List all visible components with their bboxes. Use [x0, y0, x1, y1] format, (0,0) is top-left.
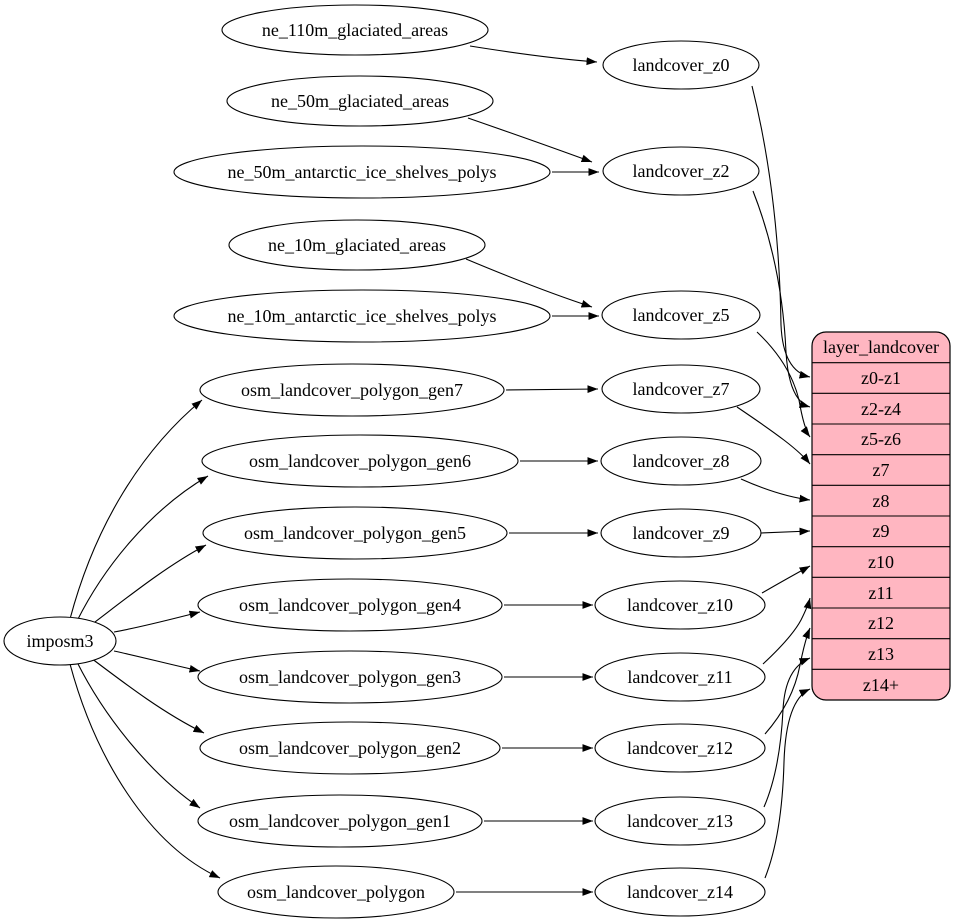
- node-label: osm_landcover_polygon_gen2: [239, 738, 461, 758]
- edge-landcover_z12--row-z12: [764, 627, 811, 735]
- edge-ne_10m_glaciated_areas--landcover_z5: [465, 258, 593, 308]
- record-row-z11: z11: [868, 583, 893, 603]
- node-landcover_z2: landcover_z2: [602, 146, 760, 196]
- edge-imposm3--osm_landcover_polygon_gen7: [69, 399, 203, 620]
- edge-imposm3--osm_landcover_polygon_gen1: [76, 661, 201, 809]
- node-label: landcover_z11: [627, 667, 732, 687]
- node-landcover_z11: landcover_z11: [594, 652, 766, 702]
- record-row-z5-z6: z5-z6: [861, 429, 901, 449]
- edge-landcover_z7--row-z7: [736, 406, 811, 465]
- edge-imposm3--osm_landcover_polygon_gen2: [90, 657, 205, 734]
- edge-ne_110m_glaciated_areas--landcover_z0: [469, 45, 598, 66]
- node-ne_110m_glaciated_areas: ne_110m_glaciated_areas: [221, 4, 489, 56]
- node-landcover_z14: landcover_z14: [594, 867, 766, 917]
- node-osm_landcover_polygon_gen4: osm_landcover_polygon_gen4: [197, 578, 503, 632]
- node-osm_landcover_polygon_gen7: osm_landcover_polygon_gen7: [199, 363, 505, 417]
- node-landcover_z13: landcover_z13: [594, 796, 766, 846]
- node-osm_landcover_polygon_gen3: osm_landcover_polygon_gen3: [197, 650, 503, 704]
- edge-landcover_z5--row-z5-z6: [756, 331, 811, 438]
- node-osm_landcover_polygon_gen6: osm_landcover_polygon_gen6: [201, 434, 519, 488]
- node-osm_landcover_polygon_gen2: osm_landcover_polygon_gen2: [199, 721, 501, 775]
- node-label: ne_10m_antarctic_ice_shelves_polys: [228, 306, 497, 326]
- edge-imposm3--osm_landcover_polygon: [69, 663, 221, 879]
- node-landcover_z5: landcover_z5: [601, 290, 761, 340]
- node-label: osm_landcover_polygon_gen6: [249, 451, 471, 471]
- node-landcover_z8: landcover_z8: [600, 436, 762, 486]
- edge-landcover_z2--row-z2-z4: [752, 190, 811, 408]
- node-ne_10m_antarctic_ice_shelves_polys: ne_10m_antarctic_ice_shelves_polys: [173, 289, 551, 343]
- edge-landcover_z0--row-z0-z1: [751, 85, 811, 379]
- node-label: ne_50m_glaciated_areas: [271, 91, 449, 111]
- node-ne_50m_glaciated_areas: ne_50m_glaciated_areas: [226, 75, 494, 127]
- edge-imposm3--osm_landcover_polygon_gen4: [113, 610, 201, 633]
- node-label: ne_50m_antarctic_ice_shelves_polys: [228, 162, 497, 182]
- edge-imposm3--osm_landcover_polygon_gen6: [76, 475, 209, 622]
- edge-osm_landcover_polygon_gen7--landcover_z7: [505, 385, 599, 394]
- record-row-z12: z12: [868, 613, 894, 633]
- node-label: landcover_z14: [627, 882, 733, 902]
- node-label: landcover_z9: [633, 523, 730, 543]
- node-label: landcover_z12: [627, 738, 733, 758]
- node-label: landcover_z10: [627, 595, 733, 615]
- node-ne_50m_antarctic_ice_shelves_polys: ne_50m_antarctic_ice_shelves_polys: [173, 145, 551, 199]
- record-row-z10: z10: [868, 552, 894, 572]
- record-row-z14plus: z14+: [863, 675, 899, 695]
- record-row-z13: z13: [868, 644, 894, 664]
- node-label: landcover_z5: [633, 305, 730, 325]
- edge-imposm3--osm_landcover_polygon_gen3: [113, 650, 201, 673]
- edge-landcover_z8--row-z8: [740, 478, 811, 503]
- node-landcover_z12: landcover_z12: [594, 723, 766, 773]
- node-label: landcover_z2: [633, 161, 730, 181]
- node-osm_landcover_polygon: osm_landcover_polygon: [217, 865, 455, 919]
- node-label: osm_landcover_polygon_gen7: [241, 380, 463, 400]
- node-landcover_z7: landcover_z7: [601, 364, 761, 414]
- node-osm_landcover_polygon_gen1: osm_landcover_polygon_gen1: [197, 794, 483, 848]
- node-label: landcover_z8: [633, 451, 730, 471]
- record-row-z9: z9: [873, 521, 890, 541]
- record-row-z2-z4: z2-z4: [861, 399, 901, 419]
- node-osm_landcover_polygon_gen5: osm_landcover_polygon_gen5: [202, 506, 508, 560]
- node-ne_10m_glaciated_areas: ne_10m_glaciated_areas: [228, 219, 486, 271]
- record-row-z8: z8: [873, 491, 890, 511]
- node-label: ne_110m_glaciated_areas: [262, 20, 448, 40]
- node-imposm3: imposm3: [3, 616, 117, 666]
- node-label: imposm3: [26, 631, 93, 651]
- record-row-z7: z7: [873, 460, 890, 480]
- record-title: layer_landcover: [823, 337, 939, 357]
- node-landcover_z10: landcover_z10: [594, 580, 766, 630]
- node-label: ne_10m_glaciated_areas: [268, 235, 446, 255]
- edge-landcover_z11--row-z11: [762, 597, 812, 665]
- node-label: osm_landcover_polygon_gen3: [239, 667, 461, 687]
- node-landcover_z0: landcover_z0: [602, 40, 760, 90]
- edge-landcover_z9--row-z9: [760, 527, 811, 536]
- node-landcover_z9: landcover_z9: [600, 508, 762, 558]
- node-layer_landcover-record: layer_landcover z0-z1 z2-z4 z5-z6 z7 z8 …: [811, 331, 951, 701]
- node-label: landcover_z13: [627, 811, 733, 831]
- edge-landcover_z10--row-z10: [761, 565, 811, 594]
- node-label: osm_landcover_polygon: [247, 882, 425, 902]
- edge-landcover_z13--row-z13: [763, 657, 811, 808]
- edge-ne_50m_glaciated_areas--landcover_z2: [467, 117, 593, 163]
- node-label: osm_landcover_polygon_gen1: [229, 811, 451, 831]
- node-label: osm_landcover_polygon_gen4: [239, 595, 461, 615]
- node-label: landcover_z7: [633, 379, 730, 399]
- edge-landcover_z14--row-z14plus: [764, 688, 811, 879]
- edge-imposm3--osm_landcover_polygon_gen5: [90, 544, 207, 626]
- node-label: landcover_z0: [633, 55, 730, 75]
- record-row-z0-z1: z0-z1: [861, 368, 901, 388]
- node-label: osm_landcover_polygon_gen5: [244, 523, 466, 543]
